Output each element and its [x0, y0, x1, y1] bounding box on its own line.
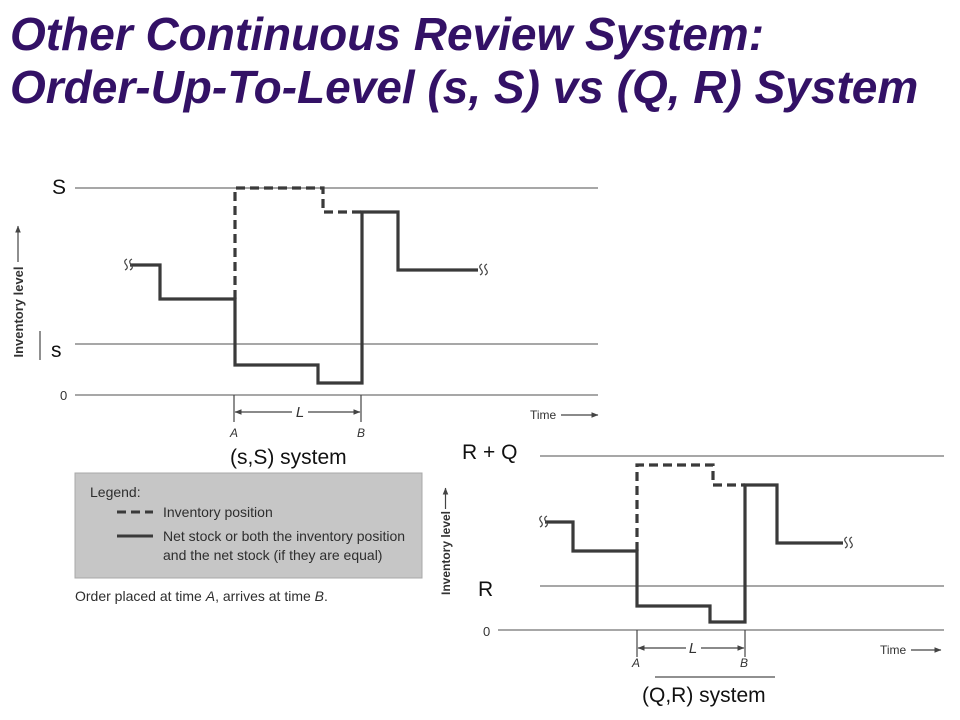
inventory-position-path [635, 463, 745, 551]
note-part: , arrives at time [215, 588, 315, 604]
chart-caption: (Q,R) system [642, 684, 766, 707]
order-time-label: A [229, 426, 238, 440]
note-part: B [315, 588, 324, 604]
x-axis-label: Time [530, 408, 557, 422]
chart-caption: (s,S) system [230, 446, 347, 469]
zero-level-label: 0 [60, 388, 67, 403]
slide-title: Other Continuous Review System: Order-Up… [10, 8, 918, 114]
y-axis-label: Inventory level [11, 266, 26, 357]
reorder-level-label: R [478, 578, 493, 601]
series-break-icon [124, 258, 133, 271]
arrival-time-label: B [740, 656, 748, 670]
title-line-2: Order-Up-To-Level (s, S) vs (Q, R) Syste… [10, 61, 919, 113]
lead-time-label: L [296, 404, 304, 421]
net-stock-path [130, 210, 478, 385]
ss-system-chart: Inventory level S s 0 L A B Time (s,S) s… [11, 176, 599, 469]
note-part: Order placed at time [75, 588, 206, 604]
legend-item-inventory-position: Inventory position [163, 504, 273, 520]
title-line-1: Other Continuous Review System: [10, 8, 765, 60]
qr-system-chart: Inventory level R + Q R 0 L A B Time (Q,… [439, 441, 944, 707]
legend-heading: Legend: [90, 484, 141, 500]
reorder-level-label: s [51, 339, 62, 362]
upper-level-label: S [52, 176, 66, 199]
legend-item-net-stock-line1: Net stock or both the inventory position [163, 528, 405, 544]
legend: Legend: Inventory position Net stock or … [74, 472, 423, 579]
x-axis-label: Time [880, 643, 907, 657]
net-stock-path [545, 483, 843, 624]
legend-item-net-stock-line2: and the net stock (if they are equal) [163, 547, 382, 563]
zero-level-label: 0 [483, 624, 490, 639]
lead-time-label: L [689, 640, 697, 657]
legend-note: Order placed at time A, arrives at time … [75, 588, 328, 604]
order-time-label: A [631, 656, 640, 670]
arrival-time-label: B [357, 426, 365, 440]
note-part: . [324, 588, 328, 604]
legend-box [74, 472, 423, 579]
note-part: A [205, 588, 215, 604]
series-break-icon [479, 263, 488, 276]
y-axis-label: Inventory level [439, 511, 453, 595]
inventory-position-path [233, 186, 362, 299]
series-break-icon [844, 536, 853, 549]
series-break-icon [539, 515, 548, 528]
upper-level-label: R + Q [462, 441, 517, 464]
